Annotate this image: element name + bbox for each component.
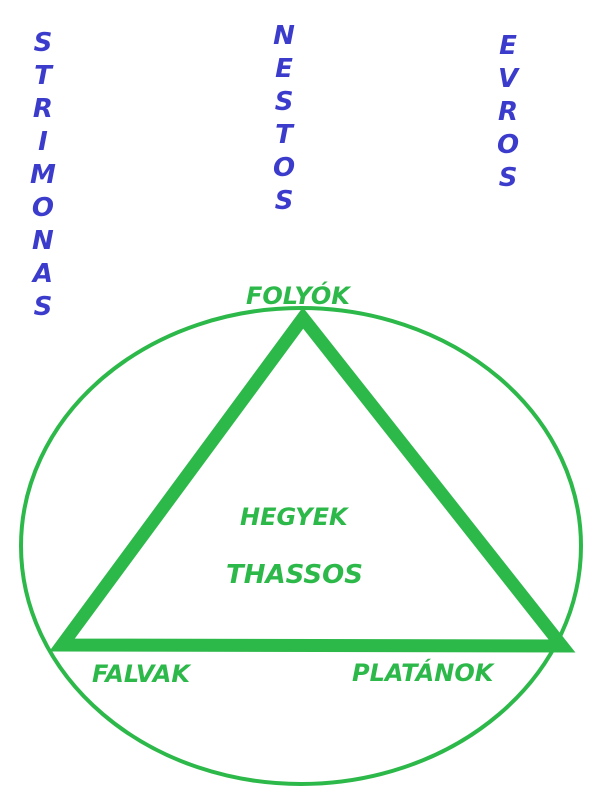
river-letter: O: [31, 193, 54, 223]
river-letter: S: [33, 292, 53, 322]
triangle-bottom-left-label: FALVAK: [92, 660, 190, 688]
triangle-center-label-island: THASSOS: [226, 560, 363, 590]
river-letter: V: [497, 64, 519, 94]
river-letter: O: [273, 153, 296, 183]
river-letter: S: [274, 186, 294, 216]
triangle-bottom-right-label: PLATÁNOK: [352, 659, 494, 687]
river-letter: R: [32, 94, 53, 124]
river-letter: E: [275, 54, 293, 84]
river-letter: R: [498, 97, 519, 127]
river-letter: M: [30, 160, 56, 190]
triangle-top-label: FOLYÓK: [246, 282, 350, 310]
triangle-center-label-mountains: HEGYEK: [240, 503, 348, 531]
river-letter: N: [273, 21, 295, 51]
inner-triangle: [49, 307, 576, 653]
river-letter: A: [32, 259, 53, 289]
outer-circle: [19, 306, 583, 786]
river-letter: S: [274, 87, 294, 117]
river-letter: S: [498, 163, 518, 193]
river-letter: N: [32, 226, 54, 256]
river-letter: T: [34, 61, 52, 91]
river-letter: I: [38, 127, 48, 157]
river-letter: E: [499, 31, 517, 61]
river-letter: O: [497, 130, 520, 160]
river-letter: S: [33, 28, 53, 58]
river-letter: T: [275, 120, 293, 150]
